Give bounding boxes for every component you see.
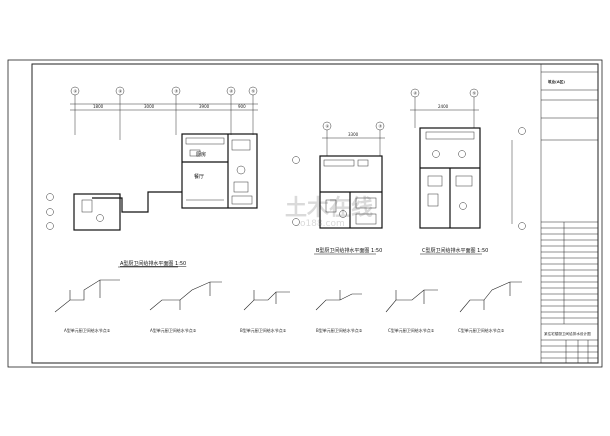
- plan-a-axes: [70, 86, 258, 140]
- plan-a: ① ② ③ ④ ⑤ 1800 3000 3900 900: [46, 86, 258, 268]
- plan-c: ④ ⑤ 2400 C型厨卫间给排水平面图 1:50: [410, 88, 526, 255]
- axis-a-5: ⑤: [252, 89, 256, 94]
- detail-a1-title: A型单元厨卫间给水节点①: [64, 327, 111, 333]
- dim-a-2: 3000: [144, 104, 155, 109]
- detail-b1-title: B型单元厨卫间给水节点①: [240, 327, 287, 333]
- axis-a-3: ③: [175, 89, 179, 94]
- plan-b-fixtures: [323, 159, 377, 225]
- axis-a-1: ①: [74, 89, 78, 94]
- dim-a-1: 1800: [93, 104, 104, 109]
- axis-a-4: ④: [230, 89, 234, 94]
- plan-b-walls: [319, 155, 383, 229]
- axis-b-1: ①: [326, 124, 330, 129]
- dim-a-3: 3900: [199, 104, 210, 109]
- dim-b-1: 3300: [348, 132, 359, 137]
- title-block-company: 筑业(A区): [548, 79, 565, 84]
- axis-c-4: ④: [414, 91, 418, 96]
- isometric-details: [54, 279, 522, 313]
- plan-b: ① ③ 3300 B型厨卫间给排水平面图 1:50: [292, 121, 385, 255]
- dim-a-4: 900: [238, 104, 246, 109]
- plan-c-walls: [419, 127, 481, 229]
- plan-a-dining: 餐厅: [194, 173, 204, 180]
- title-block-drawing-title: 某住宅楼厨卫间给排水设计图: [544, 331, 591, 336]
- detail-c1-title: C型单元厨卫间给水节点①: [388, 327, 435, 333]
- detail-a2-title: A型单元厨卫间给水节点②: [150, 327, 197, 333]
- plan-a-fixtures: [81, 137, 253, 222]
- detail-b2-title: B型单元厨卫间给水节点②: [316, 327, 363, 333]
- plan-a-kitchen: 厨房: [196, 151, 206, 158]
- plan-a-walls: [73, 133, 258, 231]
- plan-b-title: B型厨卫间给排水平面图 1:50: [316, 247, 382, 254]
- outer-frame: [7, 59, 603, 368]
- detail-c2-title: C型单元厨卫间给水节点②: [458, 327, 505, 333]
- title-block: [540, 63, 599, 364]
- plan-c-fixtures: [425, 131, 475, 210]
- plan-c-title: C型厨卫间给排水平面图 1:50: [422, 247, 488, 254]
- axis-b-3: ③: [379, 124, 383, 129]
- plan-a-row-axes: [46, 193, 54, 230]
- axis-a-2: ②: [119, 89, 123, 94]
- dim-c-1: 2400: [438, 104, 449, 109]
- plan-a-title: A型厨卫间给排水平面图 1:50: [120, 260, 186, 267]
- axis-c-5: ⑤: [473, 91, 477, 96]
